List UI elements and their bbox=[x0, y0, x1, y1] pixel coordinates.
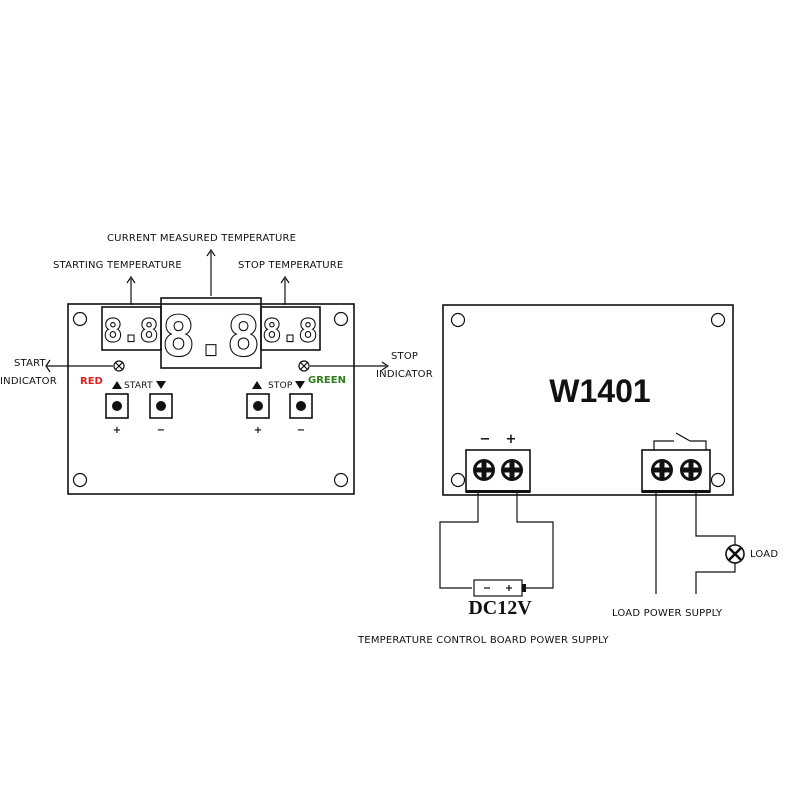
mount-hole-icon bbox=[72, 472, 88, 488]
screw-terminal-minus-icon bbox=[473, 459, 495, 481]
battery-icon bbox=[473, 579, 526, 597]
power-terminal-block bbox=[465, 449, 531, 493]
mount-hole-icon bbox=[450, 312, 466, 328]
load-wire-top bbox=[695, 493, 736, 545]
starting-temp-arrow-icon bbox=[126, 275, 136, 284]
mount-hole-icon bbox=[710, 472, 726, 488]
start-down-arrow-icon bbox=[156, 381, 166, 389]
screw-terminal-relay-a-icon bbox=[651, 459, 673, 481]
mount-hole-icon bbox=[333, 311, 349, 327]
relay-switch-icon bbox=[653, 432, 707, 450]
rear-board-outline bbox=[442, 304, 734, 496]
start-indicator-callout-line2: INDICATOR bbox=[0, 376, 57, 387]
stop-up-arrow-icon bbox=[252, 381, 262, 389]
screw-terminal-relay-b-icon bbox=[680, 459, 702, 481]
dc-negative-wire bbox=[439, 493, 479, 589]
stop-led-icon bbox=[298, 360, 310, 372]
mount-hole-icon bbox=[72, 311, 88, 327]
current-temp-callout: CURRENT MEASURED TEMPERATURE bbox=[107, 233, 296, 244]
load-label: LOAD bbox=[750, 549, 778, 560]
start-plus-label: + bbox=[113, 425, 121, 436]
stop-indicator-callout-line2: INDICATOR bbox=[376, 369, 433, 380]
red-led-label: RED bbox=[80, 376, 103, 387]
current-temp-digits: 8.8 bbox=[162, 305, 260, 368]
start-plus-button[interactable] bbox=[105, 393, 129, 419]
mount-hole-icon bbox=[333, 472, 349, 488]
start-minus-label: − bbox=[157, 425, 165, 436]
board-power-supply-label: TEMPERATURE CONTROL BOARD POWER SUPPLY bbox=[357, 635, 610, 646]
stop-temp-digits: 8.8 bbox=[263, 314, 317, 349]
start-led-icon bbox=[113, 360, 125, 372]
dc12v-label: DC12V bbox=[468, 597, 532, 619]
mount-hole-icon bbox=[450, 472, 466, 488]
model-number: W1401 bbox=[549, 373, 650, 409]
stop-minus-button[interactable] bbox=[289, 393, 313, 419]
start-minus-button[interactable] bbox=[149, 393, 173, 419]
stop-minus-label: − bbox=[297, 425, 305, 436]
stop-temp-callout: STOP TEMPERATURE bbox=[238, 260, 343, 271]
lamp-load-icon bbox=[725, 544, 745, 564]
start-up-arrow-icon bbox=[112, 381, 122, 389]
control-board-front: 8.8 8.8 8.8 RED GREEN START + bbox=[67, 297, 355, 495]
stop-plus-label: + bbox=[254, 425, 262, 436]
green-led-label: GREEN bbox=[308, 375, 346, 386]
stop-indicator-arrow-icon bbox=[381, 361, 390, 371]
start-button-group-label: START bbox=[124, 381, 153, 391]
screw-terminal-plus-icon bbox=[501, 459, 523, 481]
stop-temp-display bbox=[260, 306, 321, 351]
dc-positive-wire bbox=[516, 493, 554, 589]
stop-button-group-label: STOP bbox=[268, 381, 293, 391]
terminal-minus-label: − bbox=[480, 432, 491, 447]
relay-terminal-block bbox=[641, 449, 711, 493]
starting-temp-callout: STARTING TEMPERATURE bbox=[53, 260, 182, 271]
stop-temp-arrow-icon bbox=[280, 275, 290, 284]
stop-indicator-callout-line1: STOP bbox=[391, 351, 418, 362]
current-temp-arrow-icon bbox=[206, 248, 216, 257]
load-supply-wire-b bbox=[695, 563, 736, 594]
load-power-supply-label: LOAD POWER SUPPLY bbox=[612, 608, 723, 619]
control-board-outline bbox=[67, 303, 355, 495]
stop-plus-button[interactable] bbox=[246, 393, 270, 419]
stop-down-arrow-icon bbox=[295, 381, 305, 389]
control-board-rear: W1401 − + bbox=[442, 304, 734, 496]
mount-hole-icon bbox=[710, 312, 726, 328]
terminal-plus-label: + bbox=[506, 432, 517, 447]
starting-temp-digits: 8.8 bbox=[104, 314, 158, 349]
start-indicator-callout-line1: START bbox=[14, 358, 47, 369]
